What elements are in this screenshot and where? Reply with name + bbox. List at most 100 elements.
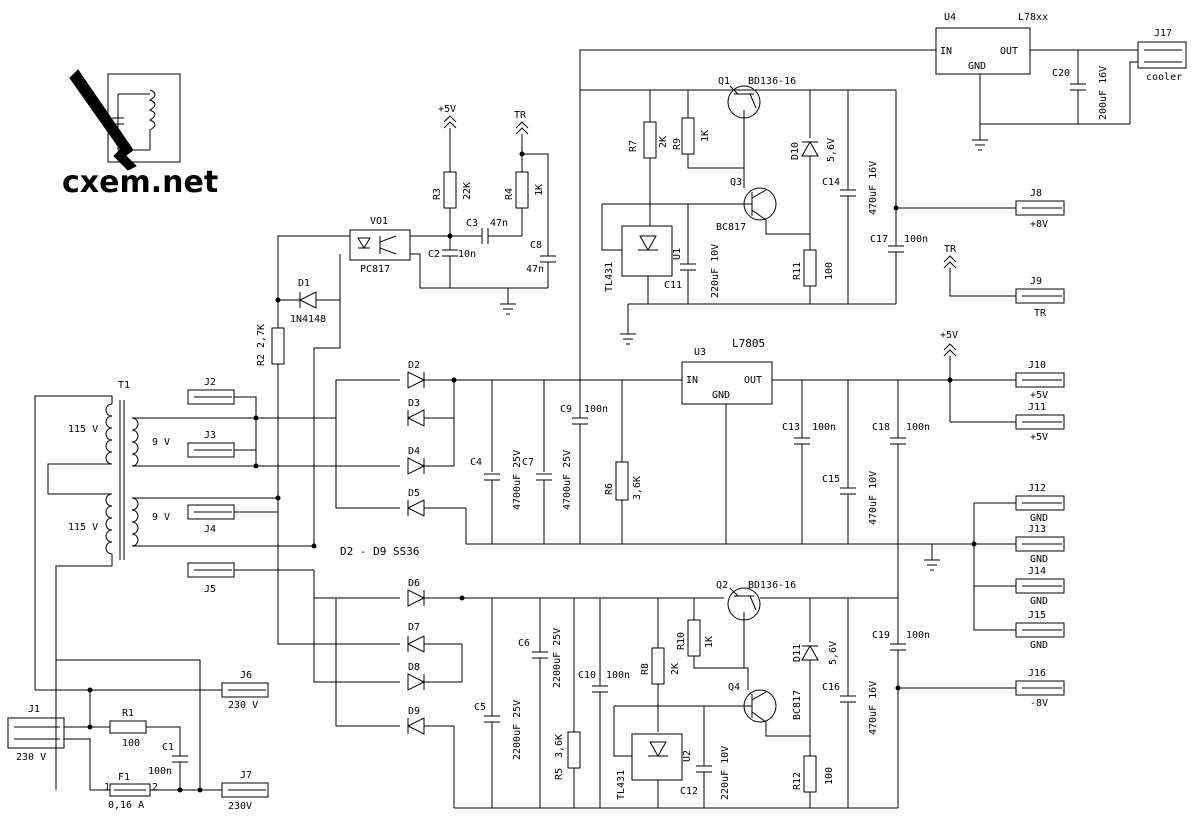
transistor-q4: Q4 BC817: [728, 682, 810, 737]
cap-c16: C16 470uF 16V: [822, 598, 879, 808]
svg-text:+5V: +5V: [940, 330, 958, 341]
resistor-r4: TR R4 1K: [504, 110, 545, 236]
cap-c10: C10 100n: [578, 598, 630, 808]
svg-text:VO1: VO1: [370, 216, 388, 227]
svg-text:230 V: 230 V: [228, 700, 258, 711]
svg-text:C11: C11: [664, 280, 682, 291]
connector-j5[interactable]: J5: [187, 562, 314, 595]
svg-text:R5: R5: [554, 768, 565, 780]
svg-text:1K: 1K: [704, 636, 715, 648]
cap-c15: C15 470uF 10V: [822, 380, 879, 544]
svg-text:U1: U1: [672, 248, 683, 260]
cap-c9: C9 100n: [560, 380, 608, 544]
cap-c20: C20 200uF 16V: [1052, 50, 1109, 124]
connector-j17[interactable]: J17 cooler: [1137, 28, 1187, 83]
svg-text:+5V: +5V: [1030, 432, 1048, 443]
diode-d7: D7: [406, 622, 462, 653]
svg-text:J13: J13: [1028, 524, 1046, 535]
connector-j2[interactable]: J2: [187, 377, 257, 466]
connector-j1[interactable]: J1 230 V: [7, 704, 65, 763]
connector-j9[interactable]: J9 TR: [1015, 276, 1065, 319]
diode-d4: D4: [407, 446, 454, 475]
svg-text:+5V: +5V: [438, 104, 456, 115]
svg-text:1K: 1K: [534, 184, 545, 196]
svg-text:1: 1: [104, 782, 110, 793]
connector-j13[interactable]: J13 GND: [1015, 524, 1065, 565]
connector-j15[interactable]: J15 GND: [1015, 610, 1065, 651]
diode-d6: D6: [407, 578, 462, 607]
svg-text:D5: D5: [408, 488, 420, 499]
cap-c11: C11 220uF 10V: [664, 204, 721, 304]
svg-text:100: 100: [122, 738, 140, 749]
svg-text:2,7K: 2,7K: [256, 324, 267, 348]
connector-j14[interactable]: J14 GND: [1015, 566, 1065, 607]
transistor-q3: Q3 BC817: [716, 177, 810, 235]
svg-text:J14: J14: [1028, 566, 1046, 577]
svg-text:J2: J2: [204, 377, 216, 388]
resistor-r9: R9 1K: [672, 90, 745, 188]
svg-text:D7: D7: [408, 622, 420, 633]
net-label-plus5v: +5V: [940, 330, 1016, 423]
svg-text:R11: R11: [792, 262, 803, 280]
svg-text:4700uF 25V: 4700uF 25V: [562, 450, 573, 510]
logo-text: cxem.net: [62, 165, 218, 200]
svg-text:GND: GND: [712, 390, 730, 401]
resistor-r12: R12 100: [792, 755, 835, 808]
svg-text:R3: R3: [432, 188, 443, 200]
svg-text:+8V: +8V: [1030, 219, 1048, 230]
connector-j10[interactable]: J10 +5V: [1015, 360, 1065, 401]
resistor-r2: R2 2,7K: [256, 300, 285, 498]
transistor-q2: Q2 BD136-16: [716, 580, 796, 668]
t1-ref: T1: [118, 380, 130, 391]
svg-text:100: 100: [824, 262, 835, 280]
svg-text:3,6K: 3,6K: [554, 734, 565, 758]
svg-text:470uF 16V: 470uF 16V: [868, 681, 879, 735]
svg-text:J1: J1: [28, 704, 40, 715]
svg-text:BC817: BC817: [792, 690, 803, 720]
svg-text:100n: 100n: [148, 766, 172, 777]
svg-text:Q4: Q4: [728, 682, 740, 693]
connector-j6[interactable]: J6 230 V: [221, 670, 269, 711]
svg-text:C9: C9: [560, 404, 572, 415]
ground-symbol-u4: [972, 139, 988, 151]
svg-text:C19: C19: [872, 630, 890, 641]
cap-c5: C5 2200uF 25V: [474, 598, 523, 808]
resistor-r10: R10 1K: [676, 598, 749, 690]
cap-c4: C4 4700uF 25V: [470, 380, 523, 544]
cap-c19: C19 100n: [872, 598, 930, 808]
svg-text:100n: 100n: [906, 630, 930, 641]
svg-text:TL431: TL431: [604, 262, 615, 292]
svg-text:GND: GND: [968, 61, 986, 72]
connector-j8[interactable]: J8 +8V: [1015, 188, 1065, 230]
svg-text:100n: 100n: [906, 422, 930, 433]
svg-text:R12: R12: [792, 772, 803, 790]
resistor-r3: +5V R3 22K: [432, 104, 473, 250]
cap-c18: C18 100n: [872, 380, 930, 544]
connector-j12[interactable]: J12 GND: [1015, 483, 1065, 524]
connector-j16[interactable]: J16 -8V: [1015, 668, 1065, 709]
svg-text:R10: R10: [676, 632, 687, 650]
svg-text:F1: F1: [118, 772, 130, 783]
diode-d1: D1 1N4148: [278, 278, 330, 325]
connector-j7[interactable]: J7 230V: [221, 770, 269, 812]
connector-j3[interactable]: J3: [187, 418, 257, 458]
connector-j11[interactable]: J11 +5V: [1015, 402, 1065, 443]
svg-text:J10: J10: [1028, 360, 1046, 371]
svg-text:100: 100: [824, 767, 835, 785]
svg-text:cooler: cooler: [1146, 72, 1182, 83]
svg-text:C12: C12: [680, 786, 698, 797]
connector-j4[interactable]: J4: [187, 498, 279, 535]
svg-text:100n: 100n: [584, 404, 608, 415]
svg-text:R7: R7: [628, 140, 639, 152]
svg-text:D8: D8: [408, 662, 420, 673]
svg-text:GND: GND: [1030, 596, 1048, 607]
shunt-u1: TL431 U1: [601, 204, 683, 304]
svg-text:R1: R1: [122, 708, 134, 719]
svg-text:U4: U4: [944, 12, 956, 23]
cap-c13: C13 100n: [782, 380, 836, 544]
cap-c8: C8 47n: [526, 240, 556, 288]
svg-text:C6: C6: [518, 638, 530, 649]
svg-text:TR: TR: [944, 244, 957, 255]
svg-text:Q3: Q3: [730, 177, 742, 188]
